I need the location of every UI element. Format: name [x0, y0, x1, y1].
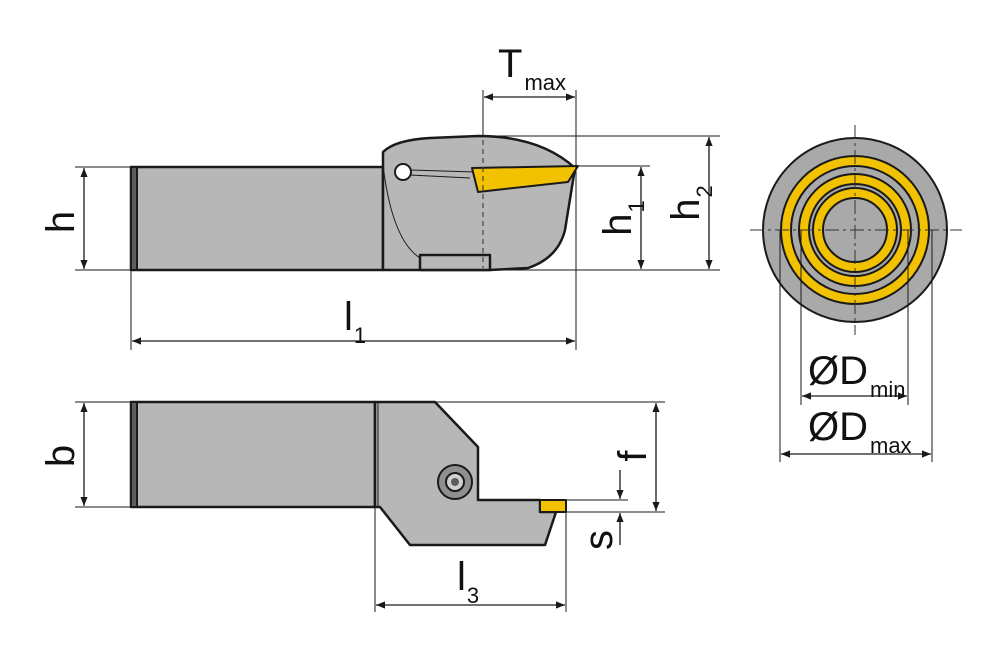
side-head-separator: [382, 164, 421, 259]
label-dmax: ØDmax: [808, 405, 912, 458]
end-view: [750, 125, 962, 462]
clamp-hole: [394, 163, 412, 181]
top-shank: [129, 400, 377, 509]
top-insert: [539, 499, 567, 513]
label-l3: l3: [457, 555, 479, 608]
side-shank: [129, 165, 385, 272]
label-b: b: [39, 445, 83, 467]
label-s: s: [577, 530, 621, 550]
label-tmax: Tmax: [498, 42, 566, 95]
side-head-lower-step: [418, 253, 492, 272]
side-insert: [471, 165, 579, 193]
clamp-slot: [409, 169, 476, 179]
top-view: [75, 400, 665, 612]
side-view: [75, 90, 720, 350]
label-h: h: [39, 211, 83, 233]
label-l1: l1: [344, 295, 366, 348]
label-h1: h1: [596, 200, 649, 236]
side-head: [381, 134, 577, 272]
label-f: f: [611, 450, 655, 462]
top-shank-chamfer: [130, 401, 138, 508]
label-dmin: ØDmin: [808, 349, 905, 402]
side-shank-chamfer: [130, 166, 138, 271]
label-h2: h2: [664, 185, 717, 221]
